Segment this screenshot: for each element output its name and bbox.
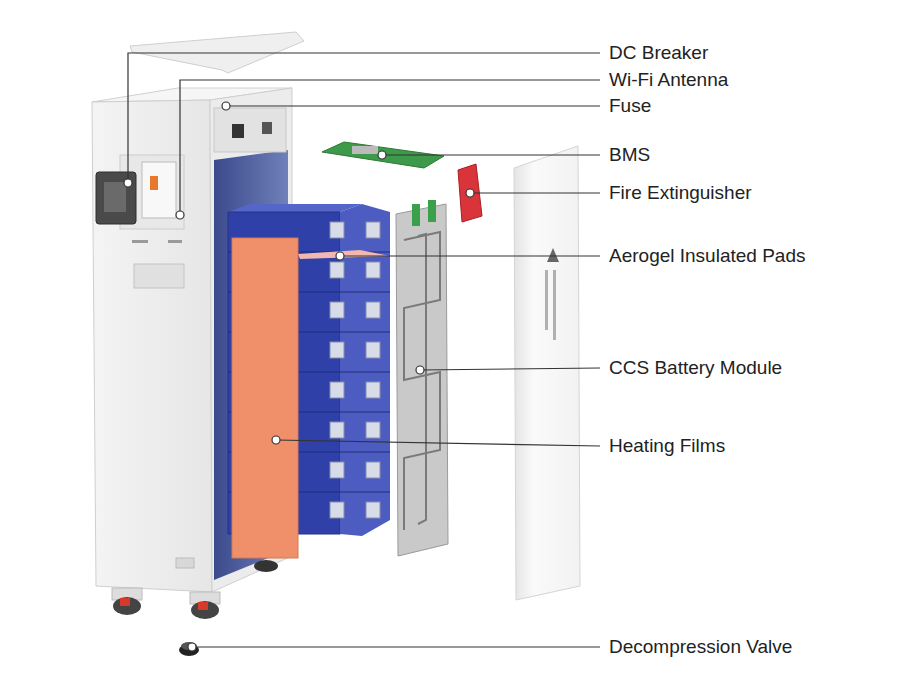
ccs-tab <box>412 204 420 226</box>
dc-breaker-cover <box>104 182 126 212</box>
fuse-holder <box>262 122 272 134</box>
leader-line <box>340 255 600 256</box>
cell-terminal <box>330 422 344 438</box>
leader-line <box>420 368 600 370</box>
ccs-tab <box>428 200 436 222</box>
cell-terminal <box>366 382 380 398</box>
cell-terminal <box>366 342 380 358</box>
leader-line <box>226 105 600 106</box>
leader-lines <box>128 53 600 647</box>
leader-dot <box>416 366 424 374</box>
fuse-holder <box>232 124 244 138</box>
cover-marking <box>553 270 556 340</box>
cell-terminal <box>366 302 380 318</box>
cabinet-front <box>92 100 212 592</box>
part-label: DC Breaker <box>609 42 708 64</box>
busbar <box>418 234 426 524</box>
leader-line <box>197 646 600 647</box>
cell-terminals <box>330 222 380 518</box>
part-label: Fire Extinguisher <box>609 182 752 204</box>
part-label: BMS <box>609 144 650 166</box>
fuse-panel <box>214 108 286 152</box>
aerogel-pad <box>298 250 390 259</box>
cell-terminal <box>366 222 380 238</box>
leader-line <box>470 192 600 193</box>
cell-terminal <box>366 262 380 278</box>
cell-terminal <box>330 462 344 478</box>
decompression-valve-top <box>181 642 197 650</box>
leader-line <box>382 154 600 155</box>
wheel-lock <box>198 602 208 610</box>
leader-line <box>276 440 600 446</box>
leader-dot <box>124 179 132 187</box>
part-label: Aerogel Insulated Pads <box>609 245 805 267</box>
ccs-plate <box>396 204 448 556</box>
cover-marking <box>545 270 548 330</box>
cover-logo <box>547 248 559 262</box>
leader-line <box>180 80 600 215</box>
wheel <box>254 560 278 572</box>
cell-terminal <box>366 462 380 478</box>
busbar <box>404 232 440 530</box>
leader-dot <box>378 151 386 159</box>
part-label: Heating Films <box>609 435 725 457</box>
leader-dot <box>188 643 196 651</box>
cell-terminal <box>366 422 380 438</box>
cell-terminal <box>330 222 344 238</box>
part-label: Fuse <box>609 95 651 117</box>
vent <box>176 558 194 568</box>
leader-dot <box>272 436 280 444</box>
cell-terminal <box>330 382 344 398</box>
cell-terminal <box>366 502 380 518</box>
leader-dot <box>176 211 184 219</box>
heating-film <box>232 238 298 558</box>
dc-breaker <box>96 172 136 224</box>
cell-terminal <box>330 342 344 358</box>
leader-dots <box>124 102 474 651</box>
breaker-panel <box>142 162 176 218</box>
leader-line <box>128 53 600 183</box>
cell-terminal <box>330 302 344 318</box>
bms-component <box>352 146 378 154</box>
ccs-busbars <box>404 232 440 530</box>
wheel-lock <box>120 598 130 606</box>
breaker-switch <box>150 176 158 190</box>
cell-terminal <box>330 262 344 278</box>
cover-panel <box>514 146 580 600</box>
part-label: CCS Battery Module <box>609 357 782 379</box>
part-label: Decompression Valve <box>609 636 792 658</box>
wheel <box>191 601 219 619</box>
cabinet-handle <box>134 264 184 288</box>
front-marking <box>168 240 182 243</box>
leader-dot <box>466 189 474 197</box>
wheel <box>113 597 141 615</box>
front-marking <box>132 240 148 243</box>
part-label: Wi-Fi Antenna <box>609 69 728 91</box>
cell-terminal <box>330 502 344 518</box>
leader-dot <box>336 252 344 260</box>
leader-dot <box>222 102 230 110</box>
cell-top <box>228 204 362 212</box>
